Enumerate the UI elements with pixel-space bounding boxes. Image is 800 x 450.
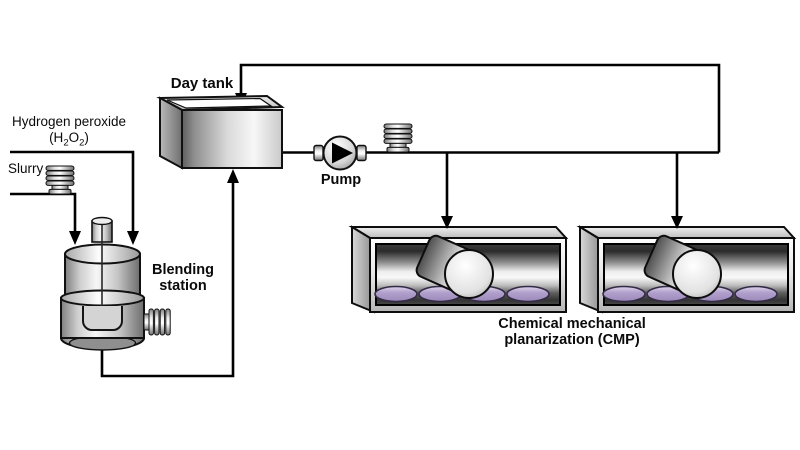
flow-arrow-icon: [127, 231, 139, 245]
formula-sub1: 2: [63, 137, 69, 149]
cmp-inlet-arrows: [441, 216, 683, 229]
formula-open: (H: [49, 130, 64, 145]
transfer-pipe: [100, 181, 235, 378]
flow-arrow-icon: [441, 216, 453, 229]
formula-sub2: 2: [79, 137, 85, 149]
blending-station-label: Blending station: [151, 262, 215, 294]
h2o2-formula: (H2O2): [2, 130, 136, 149]
flow-arrow-icon: [227, 169, 239, 183]
pump-icon: [313, 135, 367, 171]
cmp-machine-1: [351, 226, 567, 313]
cmp-label: Chemical mechanical planarization (CMP): [498, 316, 646, 348]
slurry-feed-pipe: [10, 192, 77, 233]
cmp-machine-2: [579, 226, 795, 313]
slurry-label: Slurry: [8, 161, 44, 176]
blending-station-vessel: [60, 216, 171, 351]
pump-impeller-triangle: [332, 142, 353, 164]
hydrogen-peroxide-text: Hydrogen peroxide: [11, 114, 127, 129]
pump-label: Pump: [320, 172, 362, 188]
supply-valve-icon: [383, 123, 413, 153]
day-tank-label: Day tank: [170, 75, 234, 92]
slurry-valve-icon: [45, 165, 75, 195]
flow-arrow-icon: [69, 231, 81, 245]
flow-arrow-icon: [671, 216, 683, 229]
formula-close: ): [84, 130, 89, 145]
formula-element: O: [68, 130, 80, 145]
hydrogen-peroxide-label: Hydrogen peroxide (H2O2): [2, 114, 136, 149]
vessel-window: [82, 306, 123, 331]
day-tank: [156, 94, 285, 170]
h2o2-feed-pipe: [10, 150, 135, 233]
outlet-valve-icon: [143, 308, 171, 336]
recirculation-pipe: [239, 63, 721, 153]
